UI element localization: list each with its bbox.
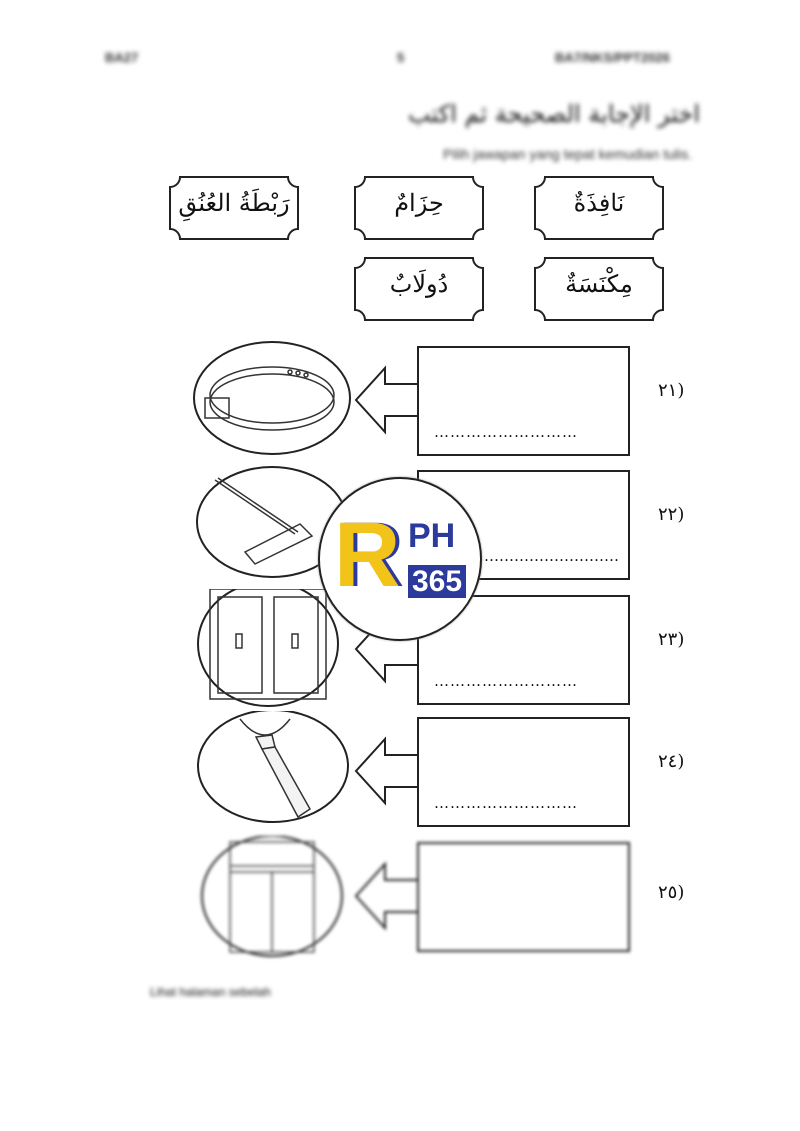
logo-365: 365 [408, 565, 467, 598]
window-icon [209, 589, 327, 700]
logo-letter: R [334, 504, 401, 606]
instruction-malay: Pilih jawapan yang tepat kemudian tulis. [442, 146, 692, 162]
question-21: ……………………… (٢١ [0, 340, 800, 475]
window-picture [197, 589, 339, 707]
belt-picture [193, 341, 351, 455]
rph365-watermark-logo: R PH 365 [318, 477, 482, 641]
word-card: دُولَابٌ [353, 256, 485, 321]
word-card: مِكْنَسَةٌ [533, 256, 665, 321]
answer-line[interactable]: ……………………… [434, 794, 578, 812]
page-number: 5 [397, 50, 405, 65]
answer-box [417, 717, 630, 827]
question-25: (٢٥ [0, 836, 800, 971]
question-number: (٢٥ [658, 882, 685, 903]
logo-ph: PH [408, 517, 456, 555]
word-card-text: نَافِذَةٌ [573, 189, 625, 217]
question-22: ……………………… (٢٢ [0, 464, 800, 599]
word-card-text: حِزَامٌ [394, 189, 444, 217]
answer-box [417, 346, 630, 456]
word-card-text: مِكْنَسَةٌ [565, 270, 633, 298]
footer-note: Lihat halaman sebelah [150, 985, 271, 999]
broom-icon [214, 477, 314, 565]
belt-icon [204, 366, 335, 431]
question-number: (٢١ [658, 380, 685, 401]
word-card: حِزَامٌ [353, 175, 485, 240]
cupboard-icon [229, 841, 315, 953]
answer-line[interactable]: ……………………… [434, 672, 578, 690]
instruction-arabic: اختر الإجابة الصحيحة ثم اكتب [408, 100, 700, 128]
arrow-left-icon [354, 365, 418, 435]
question-number: (٢٤ [658, 751, 685, 772]
answer-box [417, 595, 630, 705]
question-number: (٢٢ [658, 504, 685, 525]
word-card: نَافِذَةٌ [533, 175, 665, 240]
answer-box [417, 842, 630, 952]
arrow-left-icon [354, 736, 418, 806]
word-card-text: رَبْطَةُ العُنُقِ [178, 189, 290, 217]
header-code-right: BA7/NKS/PPT2026 [555, 50, 670, 65]
answer-line[interactable]: ……………………… [484, 547, 619, 565]
word-card: رَبْطَةُ العُنُقِ [168, 175, 300, 240]
word-card-text: دُولَابٌ [389, 270, 449, 298]
header-code-left: BA27 [105, 50, 139, 65]
question-24: ……………………… (٢٤ [0, 711, 800, 846]
question-23: ……………………… (٢٣ [0, 589, 800, 724]
question-number: (٢٣ [658, 629, 685, 650]
necktie-icon [239, 718, 311, 819]
answer-line[interactable]: ……………………… [434, 423, 578, 441]
arrow-left-icon [354, 861, 418, 931]
